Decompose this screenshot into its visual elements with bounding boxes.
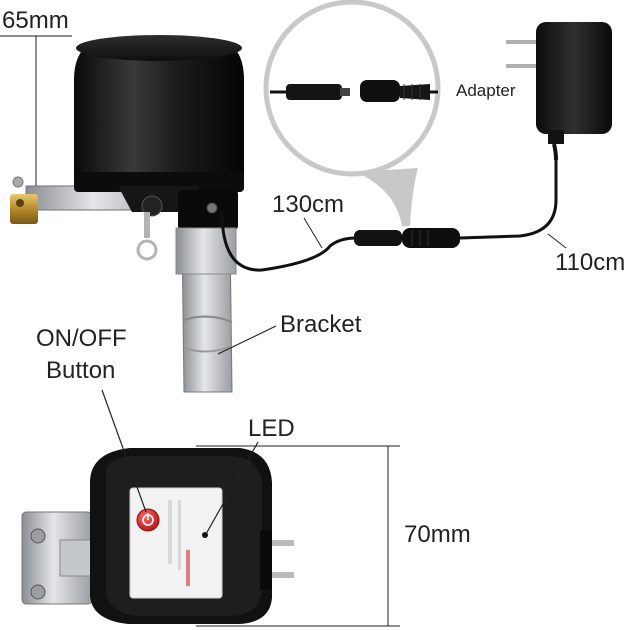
on-off-pointer — [101, 389, 147, 513]
valve-actuator-top — [74, 35, 244, 261]
bracket-pointer — [217, 325, 277, 355]
top-dimension-label: 65mm — [2, 7, 69, 34]
cable-device-pointer — [303, 217, 323, 249]
control-label-plate — [129, 487, 223, 599]
on-off-label-line1: ON/OFF — [36, 325, 127, 352]
adapter-label: Adapter — [456, 81, 516, 100]
cable-adapter-pointer — [547, 233, 567, 249]
cable-device-label: 130cm — [272, 191, 344, 218]
connector-zoom-callout — [263, 0, 441, 226]
on-off-label-line2: Button — [46, 357, 115, 384]
device-cable — [220, 211, 357, 272]
led-label: LED — [248, 415, 295, 442]
power-adapter — [506, 22, 612, 161]
adapter-cable — [459, 160, 558, 240]
cable-adapter-label: 110cm — [555, 249, 625, 276]
bracket-label: Bracket — [280, 311, 362, 338]
bracket — [175, 227, 237, 393]
manual-key — [136, 212, 158, 261]
dc-connector — [354, 228, 460, 248]
front-mounting-bracket — [21, 511, 101, 605]
brass-fitting — [10, 194, 38, 224]
side-dimension-label: 70mm — [404, 521, 471, 548]
led-pointer — [205, 441, 259, 535]
